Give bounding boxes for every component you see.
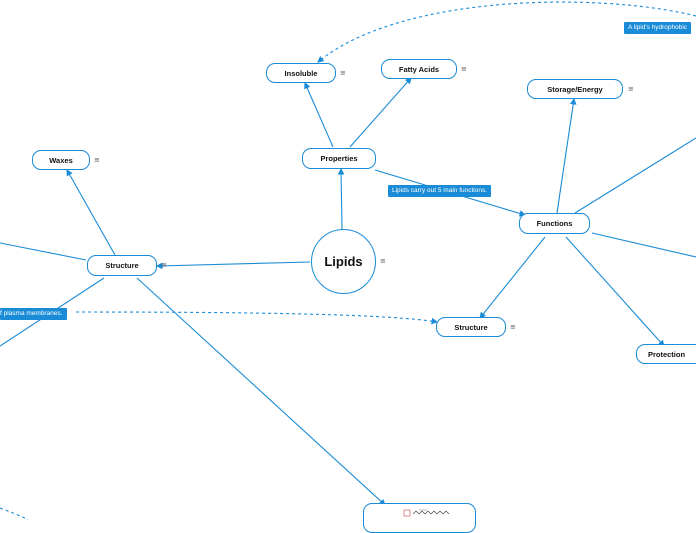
edge-properties-insoluble <box>304 81 334 148</box>
edge-structure-waxes <box>66 169 116 256</box>
relation-insoluble-offscreen <box>317 1 696 63</box>
note-icon[interactable]: ≡ <box>510 323 516 331</box>
node-fatty-acids[interactable]: Fatty Acids <box>381 59 457 79</box>
center-node-lipids[interactable]: Lipids <box>311 229 376 294</box>
edge-properties-fattyacids <box>349 77 412 148</box>
edge-functions-offscreen-2 <box>591 232 696 258</box>
label-plasma-membranes[interactable]: f plasma membranes. <box>0 308 67 320</box>
node-structure-right[interactable]: Structure <box>436 317 506 337</box>
node-protection[interactable]: Protection <box>636 344 696 364</box>
note-icon[interactable]: ≡ <box>161 261 167 269</box>
edge-lipids-properties <box>337 167 345 230</box>
molecule-thumbnail-icon <box>403 509 449 517</box>
edge-functions-protection <box>565 236 665 347</box>
edge-structure-offscreen-1 <box>0 242 87 261</box>
node-properties[interactable]: Properties <box>302 148 376 169</box>
node-insoluble[interactable]: Insoluble <box>266 63 336 83</box>
note-icon[interactable]: ≡ <box>380 257 386 265</box>
note-icon[interactable]: ≡ <box>340 69 346 77</box>
node-functions[interactable]: Functions <box>519 213 590 234</box>
edge-functions-structure <box>479 236 546 319</box>
relation-structure-structure <box>75 311 439 325</box>
edge-lipids-structure <box>155 261 311 270</box>
note-icon[interactable]: ≡ <box>94 156 100 164</box>
relation-bottom-left <box>0 507 29 520</box>
note-icon[interactable]: ≡ <box>461 65 467 73</box>
edge-structure-image <box>136 277 386 506</box>
node-structure-left[interactable]: Structure <box>87 255 157 276</box>
node-image[interactable] <box>363 503 476 533</box>
node-waxes[interactable]: Waxes <box>32 150 90 170</box>
note-icon[interactable]: ≡ <box>628 85 634 93</box>
edge-functions-offscreen-1 <box>574 137 696 214</box>
label-functions-count[interactable]: Lipids carry out 5 main functions. <box>388 185 492 197</box>
edge-functions-storage <box>556 97 577 214</box>
node-storage-energy[interactable]: Storage/Energy <box>527 79 623 99</box>
label-hydrophobic[interactable]: A lipid's hydrophobic <box>624 22 692 34</box>
